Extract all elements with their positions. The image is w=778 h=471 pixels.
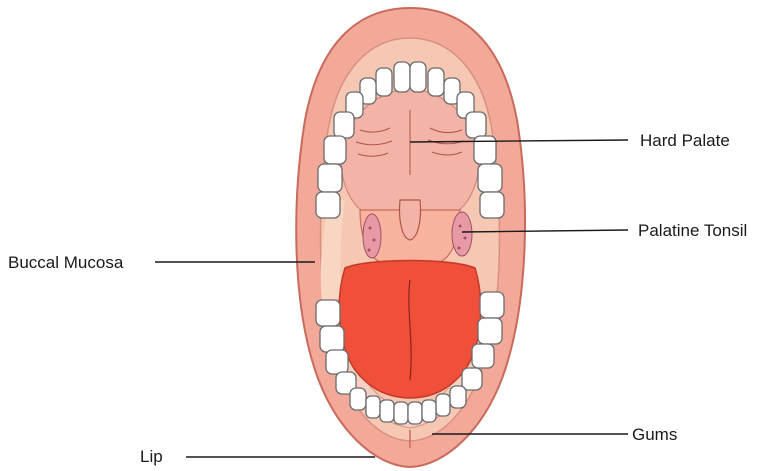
label-gums: Gums [632,425,677,444]
label-buccal-mucosa: Buccal Mucosa [8,253,124,272]
palatine-tonsil-left [363,214,381,258]
label-palatine-tonsil: Palatine Tonsil [638,221,747,240]
label-lip: Lip [140,447,163,466]
palatine-tonsil-right [452,212,472,256]
label-hard-palate: Hard Palate [640,131,730,150]
